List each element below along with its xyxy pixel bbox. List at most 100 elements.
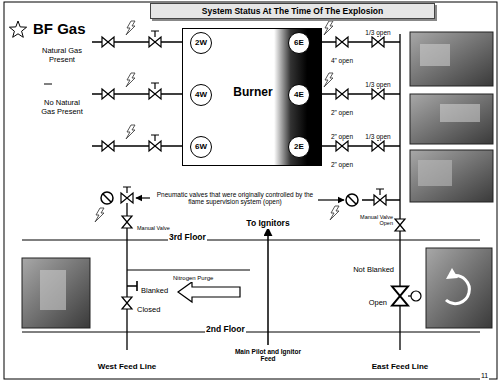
label-holder: 2" open [330, 153, 354, 171]
lightning-bolt [330, 206, 339, 220]
state-label: Closed [136, 306, 161, 315]
valve-symbol [392, 286, 408, 305]
valve-symbol [372, 89, 384, 99]
state-label: Not Blanked [352, 266, 395, 275]
lightning-bolt [126, 21, 135, 35]
ignitor-arrow [267, 228, 269, 345]
lightning-bolt [324, 73, 333, 87]
lightning-bolt [95, 208, 104, 222]
valve-state: 2" open [330, 161, 354, 168]
lightning-bolt [95, 21, 339, 222]
valve-state: 2" open [330, 109, 354, 116]
valve-symbol [392, 286, 408, 305]
burner-port-circle: 2E [288, 136, 310, 158]
label-holder: 2" open [330, 101, 354, 119]
valve-symbol [395, 219, 405, 231]
photo [410, 150, 493, 202]
lightning-bolt [126, 125, 135, 139]
line-name: East Feed Line [371, 362, 429, 371]
line-label: Nitrogen Purge [172, 275, 214, 282]
label-holder: 4" open [330, 49, 354, 67]
gas-pipe [322, 42, 400, 146]
valve-symbol [411, 291, 421, 301]
valve-state: 2" open [330, 133, 354, 140]
star-icon [9, 21, 26, 37]
photo [410, 94, 493, 144]
valve-symbol [102, 37, 114, 47]
label-holder: 1/3 open [364, 73, 391, 91]
status-note: Natural Gas Present [36, 47, 88, 64]
valve-symbol [336, 37, 348, 47]
dash-mark [44, 84, 52, 85]
burner-port-circle: 6W [190, 136, 212, 158]
label-holder: 2nd Floor [205, 318, 246, 336]
label-holder: 1/3 open [364, 125, 391, 143]
valve-caption: Manual Valve Open [350, 214, 394, 227]
photo [410, 32, 493, 86]
valve-state: 1/3 open [364, 81, 391, 88]
label-holder: 3rd Floor [168, 226, 207, 244]
valve-symbol [336, 89, 348, 99]
title-box: System Status At The Time Of The Explosi… [150, 3, 435, 19]
label-holder: Manual Valve [136, 216, 171, 234]
line-name: Main Pilot and Ignitor Feed [233, 348, 303, 363]
valve-symbol [151, 135, 159, 141]
label-holder: BF Gas [32, 20, 87, 38]
valve-symbol [122, 297, 132, 309]
valve-symbol [149, 89, 161, 99]
valve-caption: Manual Valve [136, 225, 171, 231]
flow-label: To Ignitors [245, 219, 290, 229]
valve-symbol [151, 31, 159, 37]
pointer-arrow [136, 197, 150, 198]
label-holder: 2" open [330, 125, 354, 143]
hollow-arrow [178, 282, 240, 302]
floor-line [22, 240, 480, 241]
photo [40, 270, 66, 310]
label-holder: Manual Valve Open [350, 214, 394, 227]
label-holder: Pneumatic valves that were originally co… [155, 191, 315, 206]
valve-symbol [374, 195, 386, 205]
valve-symbol [151, 83, 159, 89]
valve-symbol [336, 141, 348, 151]
gas-pipe [92, 42, 182, 146]
no-symbol [101, 192, 358, 206]
valve-symbol [372, 141, 384, 151]
burner-port-circle: 2W [190, 32, 212, 54]
section-heading: BF Gas [32, 20, 87, 37]
label-holder: To Ignitors [245, 212, 290, 230]
no-symbol [346, 194, 358, 206]
valve-symbol [121, 193, 133, 203]
label-holder: Open [368, 291, 388, 309]
floor-label: 3rd Floor [168, 233, 207, 243]
lightning-bolt [126, 73, 135, 87]
label-holder: 11 [480, 364, 489, 382]
valve-symbol [372, 37, 384, 47]
burner-port-circle: 4W [190, 84, 212, 106]
nitrogen-line [127, 270, 250, 271]
node-label: 6E [294, 39, 304, 47]
photo [426, 248, 492, 328]
valve-symbol [102, 89, 114, 99]
valve-symbol [149, 37, 161, 47]
node-label: 6W [195, 143, 207, 151]
floor-line [22, 332, 480, 333]
floor-label: 2nd Floor [205, 325, 246, 335]
label-holder: Natural Gas Present [36, 47, 88, 64]
pointer-arrow [318, 199, 344, 200]
floor-line [22, 240, 480, 332]
photo [22, 258, 90, 328]
state-label: Open [368, 299, 388, 308]
photo [420, 44, 450, 66]
blank-plate [127, 281, 137, 291]
burner-port-circle: 6E [288, 32, 310, 54]
state-label: Blanked [140, 287, 169, 296]
label-holder: No Natural Gas Present [36, 99, 88, 116]
photo [446, 268, 458, 279]
no-symbol [101, 192, 113, 204]
node-label: 4W [195, 91, 207, 99]
valve-symbol [149, 141, 161, 151]
photo [440, 104, 480, 122]
node-label: 4E [294, 91, 304, 99]
label-holder: 1/3 open [364, 21, 391, 39]
